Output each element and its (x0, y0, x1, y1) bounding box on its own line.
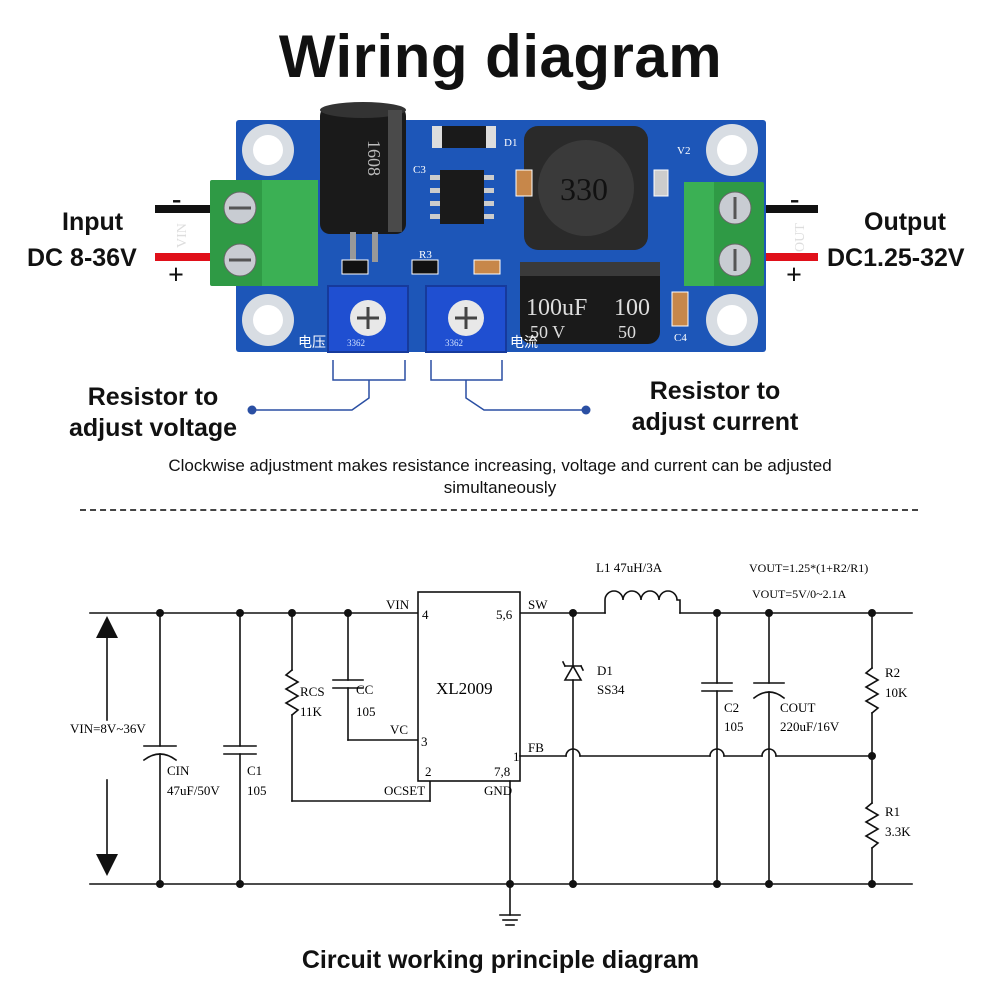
c2-label: C2 (724, 700, 739, 715)
input-capacitor-marking: 1608 (364, 140, 384, 176)
mounting-hole (242, 294, 294, 346)
pin2-label: 2 (425, 764, 432, 779)
r1-label: R1 (885, 804, 900, 819)
cout-value: 220uF/16V (780, 719, 840, 734)
pin3-label: 3 (421, 734, 428, 749)
output-capacitor-marking-2: 100 (614, 295, 650, 321)
c2-value: 105 (724, 719, 744, 734)
output-capacitor-voltage: 50 V (530, 322, 565, 342)
vin-arrow-up (96, 616, 118, 638)
output-capacitor-voltage-2: 50 (618, 322, 636, 342)
mounting-hole (706, 294, 758, 346)
rcs-value: 11K (300, 704, 323, 719)
input-positive-wire (155, 253, 215, 261)
output-positive-wire (755, 253, 818, 261)
silk-out: OUT (793, 223, 808, 252)
rcs-label: RCS (300, 684, 325, 699)
current-callout-line (430, 360, 582, 411)
cin-label: CIN (167, 763, 190, 778)
silk-current-cn: 电流 (510, 335, 538, 351)
c1-value: 105 (247, 783, 267, 798)
voltage-callout-label: Resistor to adjust voltage (68, 383, 238, 442)
r2-label: R2 (885, 665, 900, 680)
input-minus-sign: - (172, 184, 181, 215)
voltage-callout-line (255, 360, 406, 411)
silk-voltage-cn: 电压 (298, 335, 326, 351)
silk-vin: VIN (175, 223, 190, 248)
input-label: Input (62, 208, 124, 236)
d1-label: D1 (597, 663, 613, 678)
pin-vc-label: VC (390, 722, 408, 737)
silk-d1: D1 (504, 137, 517, 149)
input-negative-wire (155, 205, 215, 213)
pin-fb-label: FB (528, 740, 544, 755)
circuit-schematic: XL2009 VIN 4 5,6 SW VC 3 1 FB 2 7,8 OCSE… (70, 560, 913, 926)
cin-value: 47uF/50V (167, 783, 220, 798)
output-minus-sign: - (790, 184, 799, 215)
cc-value: 105 (356, 704, 376, 719)
output-label: Output (864, 208, 946, 236)
cout-label: COUT (780, 700, 815, 715)
adjustment-note: Clockwise adjustment makes resistance in… (168, 456, 832, 497)
inductor-label: L1 47uH/3A (596, 560, 663, 575)
mounting-hole (242, 124, 294, 176)
mounting-hole (706, 124, 758, 176)
d1-value: SS34 (597, 682, 625, 697)
potentiometer-marking: 3362 (347, 338, 365, 348)
vin-range-label: VIN=8V~36V (70, 721, 146, 736)
ic-chip (430, 170, 494, 224)
current-potentiometer (425, 285, 507, 353)
c1-label: C1 (247, 763, 262, 778)
voltage-callout-dot (247, 405, 257, 415)
potentiometer-marking: 3362 (445, 338, 463, 348)
inductor-marking: 330 (560, 171, 608, 207)
silk-r3: R3 (419, 249, 432, 261)
output-range: DC1.25-32V (827, 244, 965, 272)
pin78-label: 7,8 (494, 764, 510, 779)
cc-label: CC (356, 682, 373, 697)
output-terminal-block (684, 182, 764, 286)
footer-caption: Circuit working principle diagram (301, 946, 700, 974)
silk-c3: C3 (413, 164, 426, 176)
page-title: Wiring diagram (278, 23, 723, 90)
inductor (524, 126, 648, 250)
input-capacitor (320, 102, 406, 262)
current-callout-label: Resistor to adjust current (631, 377, 799, 436)
smd-diode (432, 126, 496, 148)
formula-1: VOUT=1.25*(1+R2/R1) (749, 561, 868, 575)
voltage-potentiometer (327, 285, 409, 353)
junction-dots (156, 609, 876, 888)
pin-ocset-label: OCSET (384, 783, 425, 798)
silk-c4: C4 (674, 332, 687, 344)
output-negative-wire (755, 205, 818, 213)
module-board-illustration: 1608 D1 C3 R3 V2 C4 330 100uF 100 50 V 5… (155, 102, 818, 415)
section-divider (80, 509, 918, 511)
output-capacitor (520, 262, 660, 344)
r2-value: 10K (885, 685, 908, 700)
current-callout-dot (581, 405, 591, 415)
ic-label: XL2009 (436, 679, 493, 698)
output-capacitor-marking: 100uF (526, 295, 587, 321)
r1-value: 3.3K (885, 824, 911, 839)
input-plus-sign: + (168, 260, 184, 291)
pin4-label: 4 (422, 607, 429, 622)
pin1-label: 1 (513, 749, 520, 764)
pin-sw-label: SW (528, 597, 548, 612)
input-range: DC 8-36V (27, 244, 137, 272)
formula-2: VOUT=5V/0~2.1A (752, 587, 847, 601)
vin-arrow-down (96, 854, 118, 876)
pin-gnd-label: GND (484, 783, 512, 798)
input-terminal-block (210, 180, 318, 286)
pin-vin-label: VIN (386, 597, 410, 612)
silk-v2: V2 (677, 145, 690, 157)
pin56-label: 5,6 (496, 607, 513, 622)
output-plus-sign: + (786, 260, 802, 291)
